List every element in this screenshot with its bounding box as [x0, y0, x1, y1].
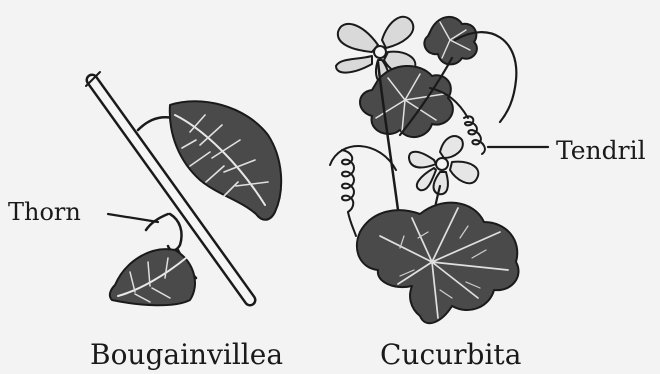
bougainvillea-thorn [146, 214, 182, 250]
bougainvillea-plant [86, 72, 281, 305]
cucurbita-plant [330, 17, 548, 323]
cucurbita-leaf-top-right [424, 17, 477, 64]
bougainvillea-upper-leaf [138, 101, 281, 220]
bougainvillea-caption: Bougainvillea [90, 341, 283, 369]
tendril-label: Tendril [556, 138, 646, 163]
bougainvillea-lower-leaf [110, 249, 196, 305]
cucurbita-caption: Cucurbita [380, 341, 521, 369]
thorn-pointer-line [108, 214, 158, 222]
thorn-label: Thorn [8, 200, 81, 224]
cucurbita-leaf-large [357, 203, 519, 324]
